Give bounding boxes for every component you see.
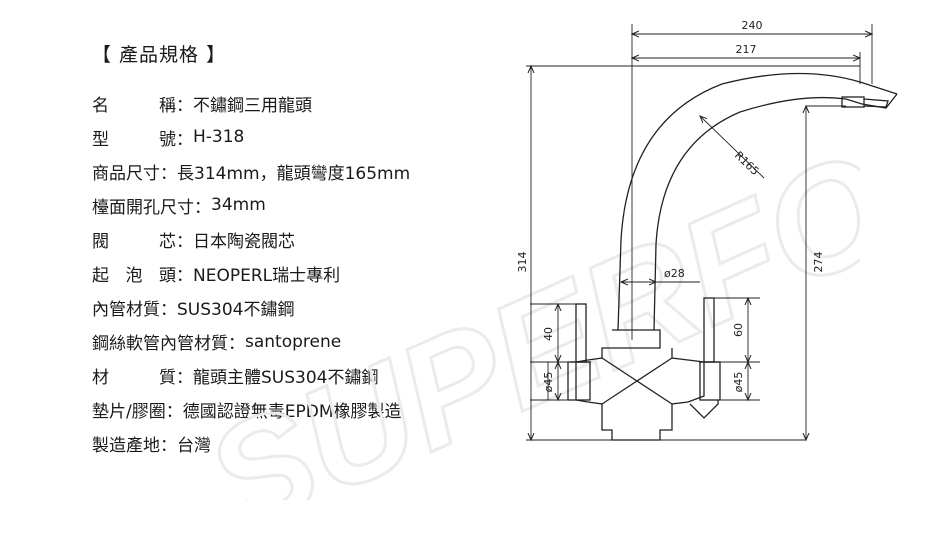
spout-tip	[861, 93, 898, 109]
aerator-cap	[863, 98, 889, 108]
spec-row-gasket: 墊片/膠圈：德國認證無毒EPDM橡膠製造	[92, 393, 410, 427]
spec-value: 台灣	[177, 436, 211, 457]
spec-value: 長314mm，龍頭彎度165mm	[177, 163, 411, 184]
spec-separator: ：	[176, 231, 193, 252]
spec-row-size: 商品尺寸：長314mm，龍頭彎度165mm	[92, 154, 410, 188]
spec-separator: ：	[176, 95, 193, 116]
spec-separator: ：	[160, 436, 177, 457]
spec-label: 名 稱	[92, 95, 176, 116]
spec-separator: ：	[194, 197, 211, 218]
spec-separator: ：	[160, 300, 177, 321]
spec-label: 材 質	[92, 368, 176, 389]
dim-left-body: ø45	[542, 372, 555, 393]
dimension-labels: 240 217 R165 ø28 314 274 40 ø45 60 ø45	[516, 19, 825, 392]
body-cross	[575, 329, 705, 441]
spec-value: NEOPERL瑞士專利	[193, 266, 341, 287]
spec-label: 型 號	[92, 129, 176, 150]
dim-spout-reach: 217	[736, 43, 757, 56]
dim-total-width: 240	[742, 19, 763, 32]
spec-separator: ：	[176, 368, 193, 389]
spec-label: 墊片/膠圈	[92, 402, 166, 423]
spec-value: 龍頭主體SUS304不鏽鋼	[193, 368, 379, 389]
left-handle	[575, 303, 587, 363]
spec-list: 名 稱：不鏽鋼三用龍頭 型 號：H-318 商品尺寸：長314mm，龍頭彎度16…	[92, 86, 410, 461]
spec-label: 起 泡 頭	[92, 266, 176, 287]
spec-label: 鋼絲軟管內管材質	[92, 334, 228, 355]
spec-label: 商品尺寸	[92, 163, 160, 184]
dim-left-handle: 40	[542, 327, 555, 341]
spec-row-aerator: 起 泡 頭：NEOPERL瑞士專利	[92, 256, 410, 290]
spec-title: 【 產品規格 】	[92, 44, 227, 66]
spec-row-hole: 檯面開孔尺寸：34mm	[92, 188, 410, 222]
spec-row-hose: 鋼絲軟管內管材質：santoprene	[92, 325, 410, 359]
spec-separator: ：	[176, 266, 193, 287]
spec-label: 製造產地	[92, 436, 160, 457]
spec-value: 德國認證無毒EPDM橡膠製造	[182, 402, 402, 423]
spec-separator: ：	[160, 163, 177, 184]
spec-row-name: 名 稱：不鏽鋼三用龍頭	[92, 86, 410, 120]
spec-value: 34mm	[211, 195, 266, 216]
spec-separator: ：	[228, 334, 245, 355]
spec-label: 閥 芯	[92, 231, 176, 252]
dim-total-height: 314	[516, 252, 529, 273]
spec-row-model: 型 號：H-318	[92, 120, 410, 154]
spec-row-material: 材 質：龍頭主體SUS304不鏽鋼	[92, 359, 410, 393]
faucet-outline	[567, 72, 898, 441]
spout-outer	[617, 72, 898, 331]
aerator	[841, 96, 865, 108]
spec-row-origin: 製造產地：台灣	[92, 427, 410, 461]
spec-label: 檯面開孔尺寸	[92, 197, 194, 218]
spec-label: 內管材質	[92, 300, 160, 321]
dim-spout-height: 274	[812, 252, 825, 273]
spout-inner	[653, 96, 863, 331]
dimension-lines	[526, 24, 872, 440]
dim-pipe-diameter: ø28	[664, 267, 685, 280]
right-handle	[703, 297, 715, 363]
spec-value: H-318	[193, 127, 245, 148]
dim-radius: R165	[732, 149, 762, 178]
spec-row-valve: 閥 芯：日本陶瓷閥芯	[92, 222, 410, 256]
spec-value: SUS304不鏽鋼	[177, 300, 295, 321]
spec-value: santoprene	[245, 331, 342, 352]
spec-separator: ：	[176, 129, 193, 150]
dim-right-handle: 60	[732, 323, 745, 337]
spec-row-inner-pipe: 內管材質：SUS304不鏽鋼	[92, 291, 410, 325]
dim-right-body: ø45	[732, 372, 745, 393]
spec-separator: ：	[165, 402, 183, 423]
spec-value: 日本陶瓷閥芯	[193, 231, 295, 252]
spec-value: 不鏽鋼三用龍頭	[193, 95, 312, 116]
